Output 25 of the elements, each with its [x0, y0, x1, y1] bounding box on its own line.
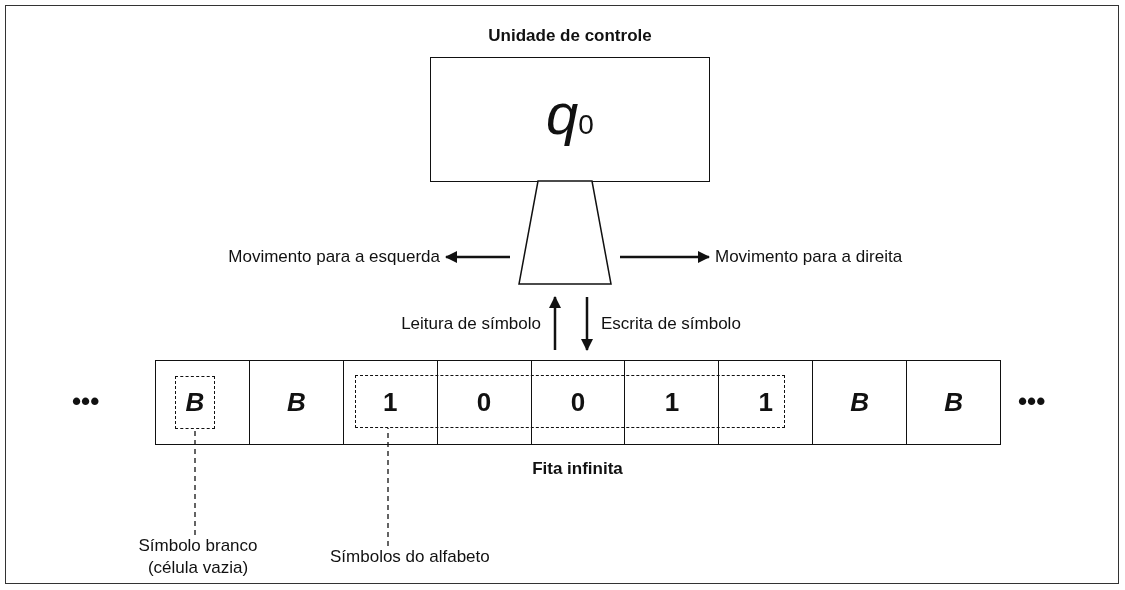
annotation-label: Símbolos do alfabeto	[330, 546, 490, 568]
tape-cell: 1	[624, 360, 720, 445]
annotation-label: Símbolo branco (célula vazia)	[128, 535, 268, 579]
movement-label: Movimento para a esquerda	[228, 246, 440, 268]
tape-cell: 1	[342, 360, 438, 445]
ellipsis-mark: •••	[72, 386, 100, 416]
ellipsis-mark: •••	[1018, 386, 1046, 416]
arrow	[445, 251, 510, 263]
leader-line	[387, 427, 389, 547]
tape-cell: B	[812, 360, 908, 445]
leader-line	[194, 428, 196, 536]
tape-title: Fita infinita	[531, 458, 624, 480]
tape-cell	[155, 360, 250, 445]
tape-cell: 0	[530, 360, 626, 445]
tape-cell: 1	[718, 360, 814, 445]
tape-cell: B	[248, 360, 344, 445]
arrow	[581, 297, 593, 351]
tape-cell: B	[906, 360, 1001, 445]
arrow	[620, 251, 710, 263]
dashed-outline	[354, 375, 785, 428]
movement-label: Movimento para a direita	[715, 246, 903, 268]
arrow	[549, 296, 561, 350]
control-unit-title: Unidade de controle	[487, 25, 653, 47]
tape-cell: 0	[436, 360, 532, 445]
marked-symbol: B	[175, 376, 215, 429]
